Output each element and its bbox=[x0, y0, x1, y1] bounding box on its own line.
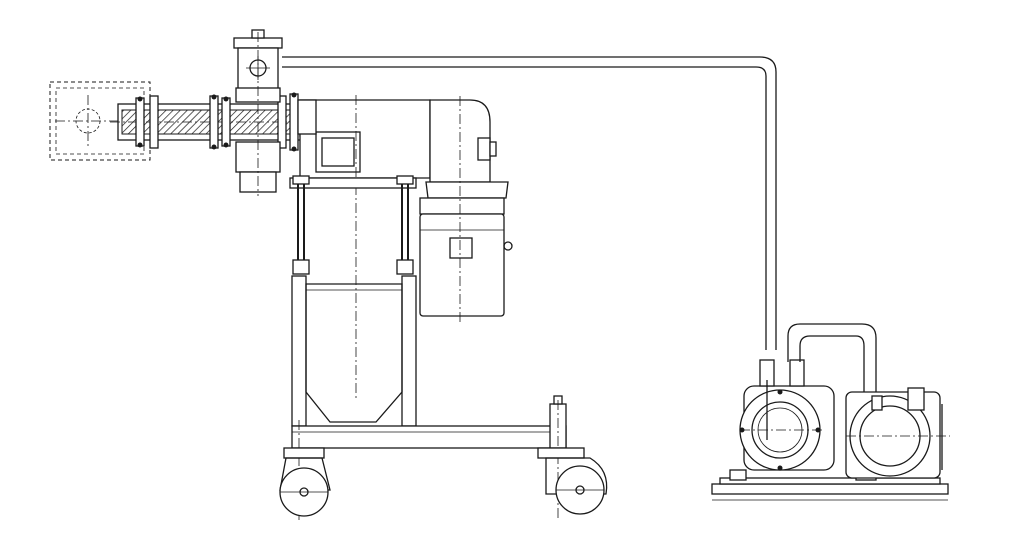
pump-motor bbox=[845, 387, 950, 479]
mixer-housing bbox=[297, 95, 431, 400]
gear-motor bbox=[419, 96, 513, 322]
vacuum-pump bbox=[739, 359, 835, 471]
support-frame bbox=[289, 175, 567, 520]
vacuum-pipe bbox=[282, 56, 777, 350]
caster-wheel-right bbox=[537, 447, 608, 515]
caster-wheel-left bbox=[279, 447, 331, 517]
pump-connecting-pipe bbox=[787, 323, 877, 392]
inlet-flange-box bbox=[49, 81, 151, 161]
vertical-inlet-pipe bbox=[233, 29, 283, 196]
